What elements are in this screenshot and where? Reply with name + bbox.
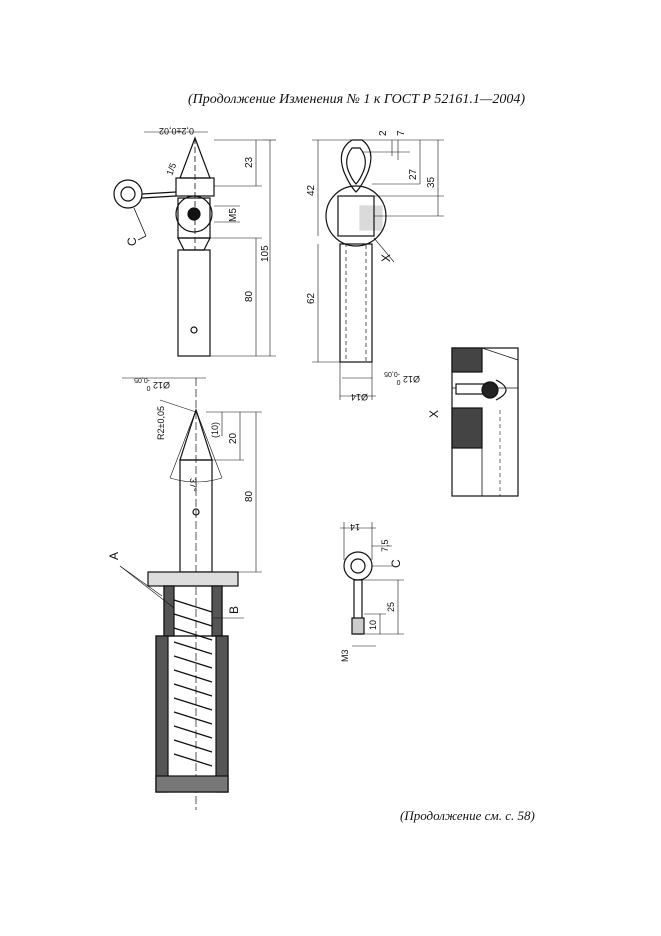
label-x-side: X [379,254,393,262]
label-c-top: C [125,237,139,246]
angle-label: 1/5 [164,162,178,177]
dia-12-middle: Ø12 0 -0,05 [134,376,170,394]
dim-10-detail: 10 [368,620,378,630]
label-x-detail: X [427,410,441,418]
dim-62: 62 [306,292,317,304]
dim-10-paren: (10) [210,422,220,438]
label-b: B [227,606,241,614]
probe-spring-assembly [119,377,262,810]
dim-42: 42 [306,184,317,196]
detail-x [451,347,519,497]
dia-12-side: Ø12 0 -0,05 [384,370,420,388]
page-footer: (Продолжение см. с. 58) [400,808,535,823]
dim-27: 27 [408,168,419,180]
dim-25: 25 [386,602,396,612]
thread-m5: M5 [228,208,239,222]
dim-7-5: 7,5 [380,539,390,552]
dim-35: 35 [426,176,437,188]
dim-14-detail: 14 [350,522,360,532]
page-header: (Продолжение Изменения № 1 к ГОСТ Р 5216… [188,92,526,107]
thread-m3: M3 [340,649,350,662]
dim-80-middle: 80 [244,490,255,502]
probe-top-view [113,131,276,357]
radius-label: R2±0,05 [156,406,166,440]
dim-80-top: 80 [244,290,255,302]
dia-14-side: Ø14 [351,392,368,402]
dim-105: 105 [260,245,271,262]
angle-37: 37° [188,478,198,492]
probe-side-view [312,139,444,400]
dim-23: 23 [244,156,255,168]
label-c-detail: C [389,559,403,568]
detail-c [340,522,404,647]
dim-2: 2 [378,130,389,136]
dim-tol-chamfer: 0,2±0,02 [159,126,194,136]
label-a: A [107,552,121,560]
dim-7: 7 [396,130,407,136]
dim-20: 20 [228,432,239,444]
